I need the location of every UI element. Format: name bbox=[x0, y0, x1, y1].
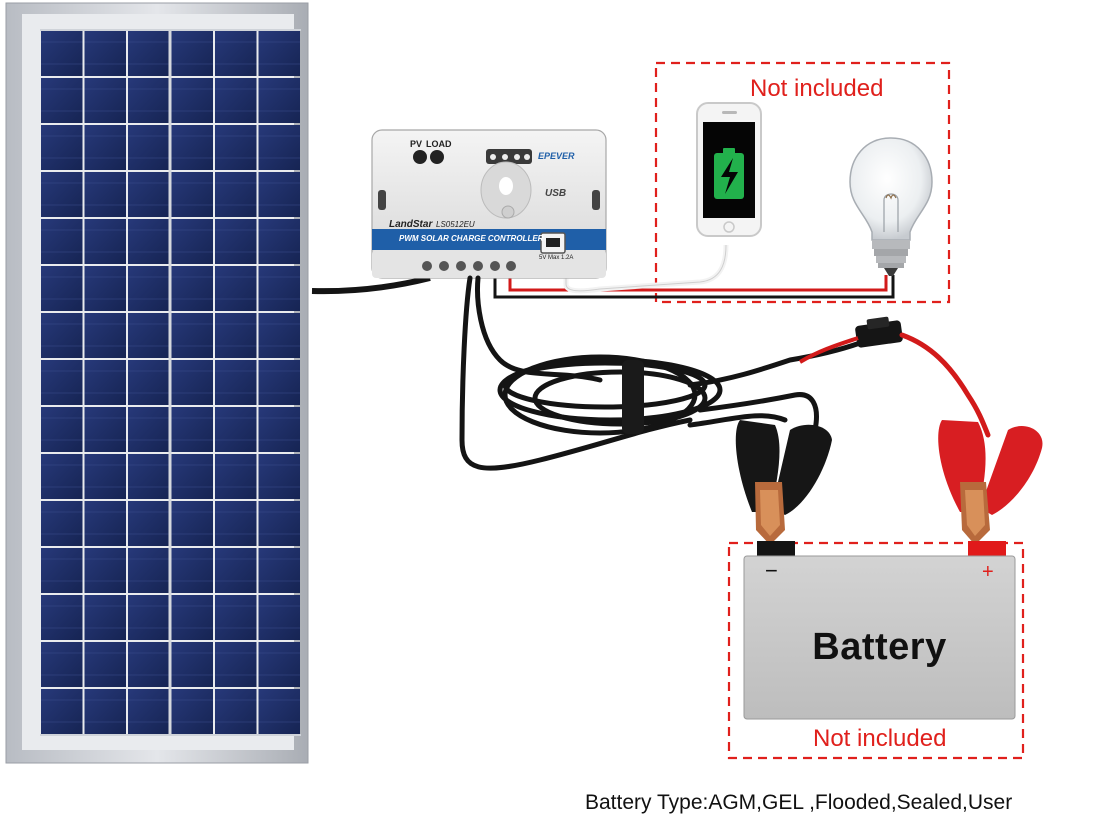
battery-label: Battery bbox=[812, 626, 947, 668]
fuse-holder-icon bbox=[855, 316, 903, 348]
controller-model-code: LS0512EU bbox=[436, 220, 475, 229]
battery-positive-sign: + bbox=[982, 561, 994, 583]
black-alligator-clip-icon bbox=[735, 420, 832, 545]
battery-not-included-label: Not included bbox=[813, 725, 947, 752]
battery-negative-sign: − bbox=[765, 558, 778, 583]
usb-rating: 5V Max 1.2A bbox=[539, 255, 574, 261]
load-not-included-label: Not included bbox=[750, 75, 884, 102]
controller-band-text: PWM SOLAR CHARGE CONTROLLER bbox=[399, 234, 544, 243]
light-bulb-icon bbox=[849, 137, 933, 276]
controller-model-name: LandStar bbox=[389, 219, 433, 230]
battery-cable-bundle bbox=[459, 275, 863, 471]
charge-controller-icon bbox=[371, 129, 607, 279]
load-dashed-box bbox=[654, 61, 951, 304]
controller-brand: EPEVER bbox=[538, 151, 575, 161]
red-battery-cable bbox=[899, 332, 991, 438]
load-wire-red bbox=[508, 275, 888, 292]
battery-type-text: Battery Type:AGM,GEL ,Flooded,Sealed,Use… bbox=[585, 791, 1013, 814]
load-wire-black bbox=[493, 275, 895, 299]
usb-label: USB bbox=[545, 188, 567, 199]
pv-label: PV bbox=[410, 139, 423, 149]
cable-tie bbox=[622, 360, 644, 434]
battery-icon bbox=[743, 541, 1016, 720]
solar-panel-icon bbox=[5, 2, 309, 764]
red-alligator-clip-icon bbox=[938, 420, 1043, 545]
load-label: LOAD bbox=[426, 139, 452, 149]
smartphone-icon bbox=[696, 102, 762, 237]
pv-cable bbox=[311, 275, 431, 295]
